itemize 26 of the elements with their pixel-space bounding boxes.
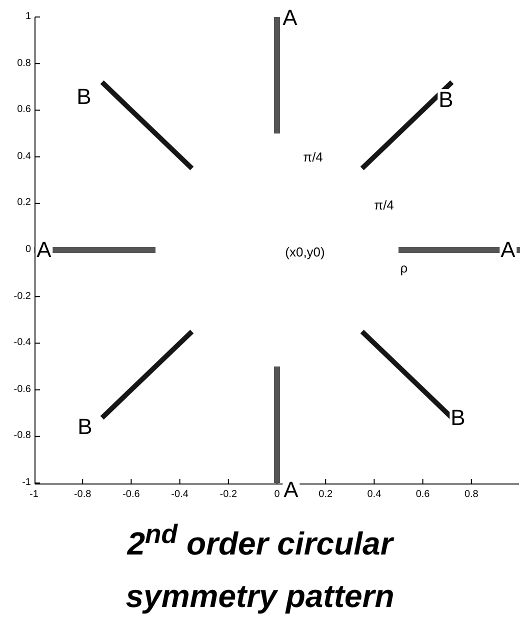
annotation: ρ (400, 262, 408, 274)
axis-tick-label: 0.2 (17, 198, 31, 208)
axis-tick-label: 0.2 (318, 490, 333, 500)
axis-tick-label: -0.6 (122, 490, 140, 500)
axis-tick-label: 0.4 (367, 490, 382, 500)
annotation: π/4 (303, 150, 323, 164)
axis-tick-label: 1 (25, 12, 31, 22)
axis-tick-label: -0.2 (220, 490, 237, 500)
axis-tick-label: 0.4 (17, 152, 31, 162)
axis-tick-label: -0.8 (74, 490, 92, 500)
annotation: (x0,y0) (285, 246, 325, 258)
axis-tick-label: -0.8 (14, 431, 31, 442)
axis-tick-label: -0.6 (14, 384, 31, 395)
axis-tick-label: 0.6 (17, 105, 31, 116)
axis-tick-label: -0.2 (14, 292, 31, 302)
axis-tick-label: 0 (274, 490, 280, 500)
axis-tick-label: -0.4 (14, 338, 31, 348)
axis-tick-label: 0.6 (416, 490, 430, 500)
caption: 2$^{nd}$ order circular symmetry pattern (124, 518, 396, 616)
axis-tick-label: -0.4 (171, 490, 188, 500)
axis-tick-label: 0.8 (17, 58, 31, 69)
axis-tick-label: 0 (25, 245, 31, 255)
axis-tick-label: -1 (30, 490, 38, 500)
axis-tick-label: -1 (22, 478, 31, 488)
axis-tick-label: 0.8 (464, 490, 478, 500)
annotation: π/4 (374, 198, 394, 212)
